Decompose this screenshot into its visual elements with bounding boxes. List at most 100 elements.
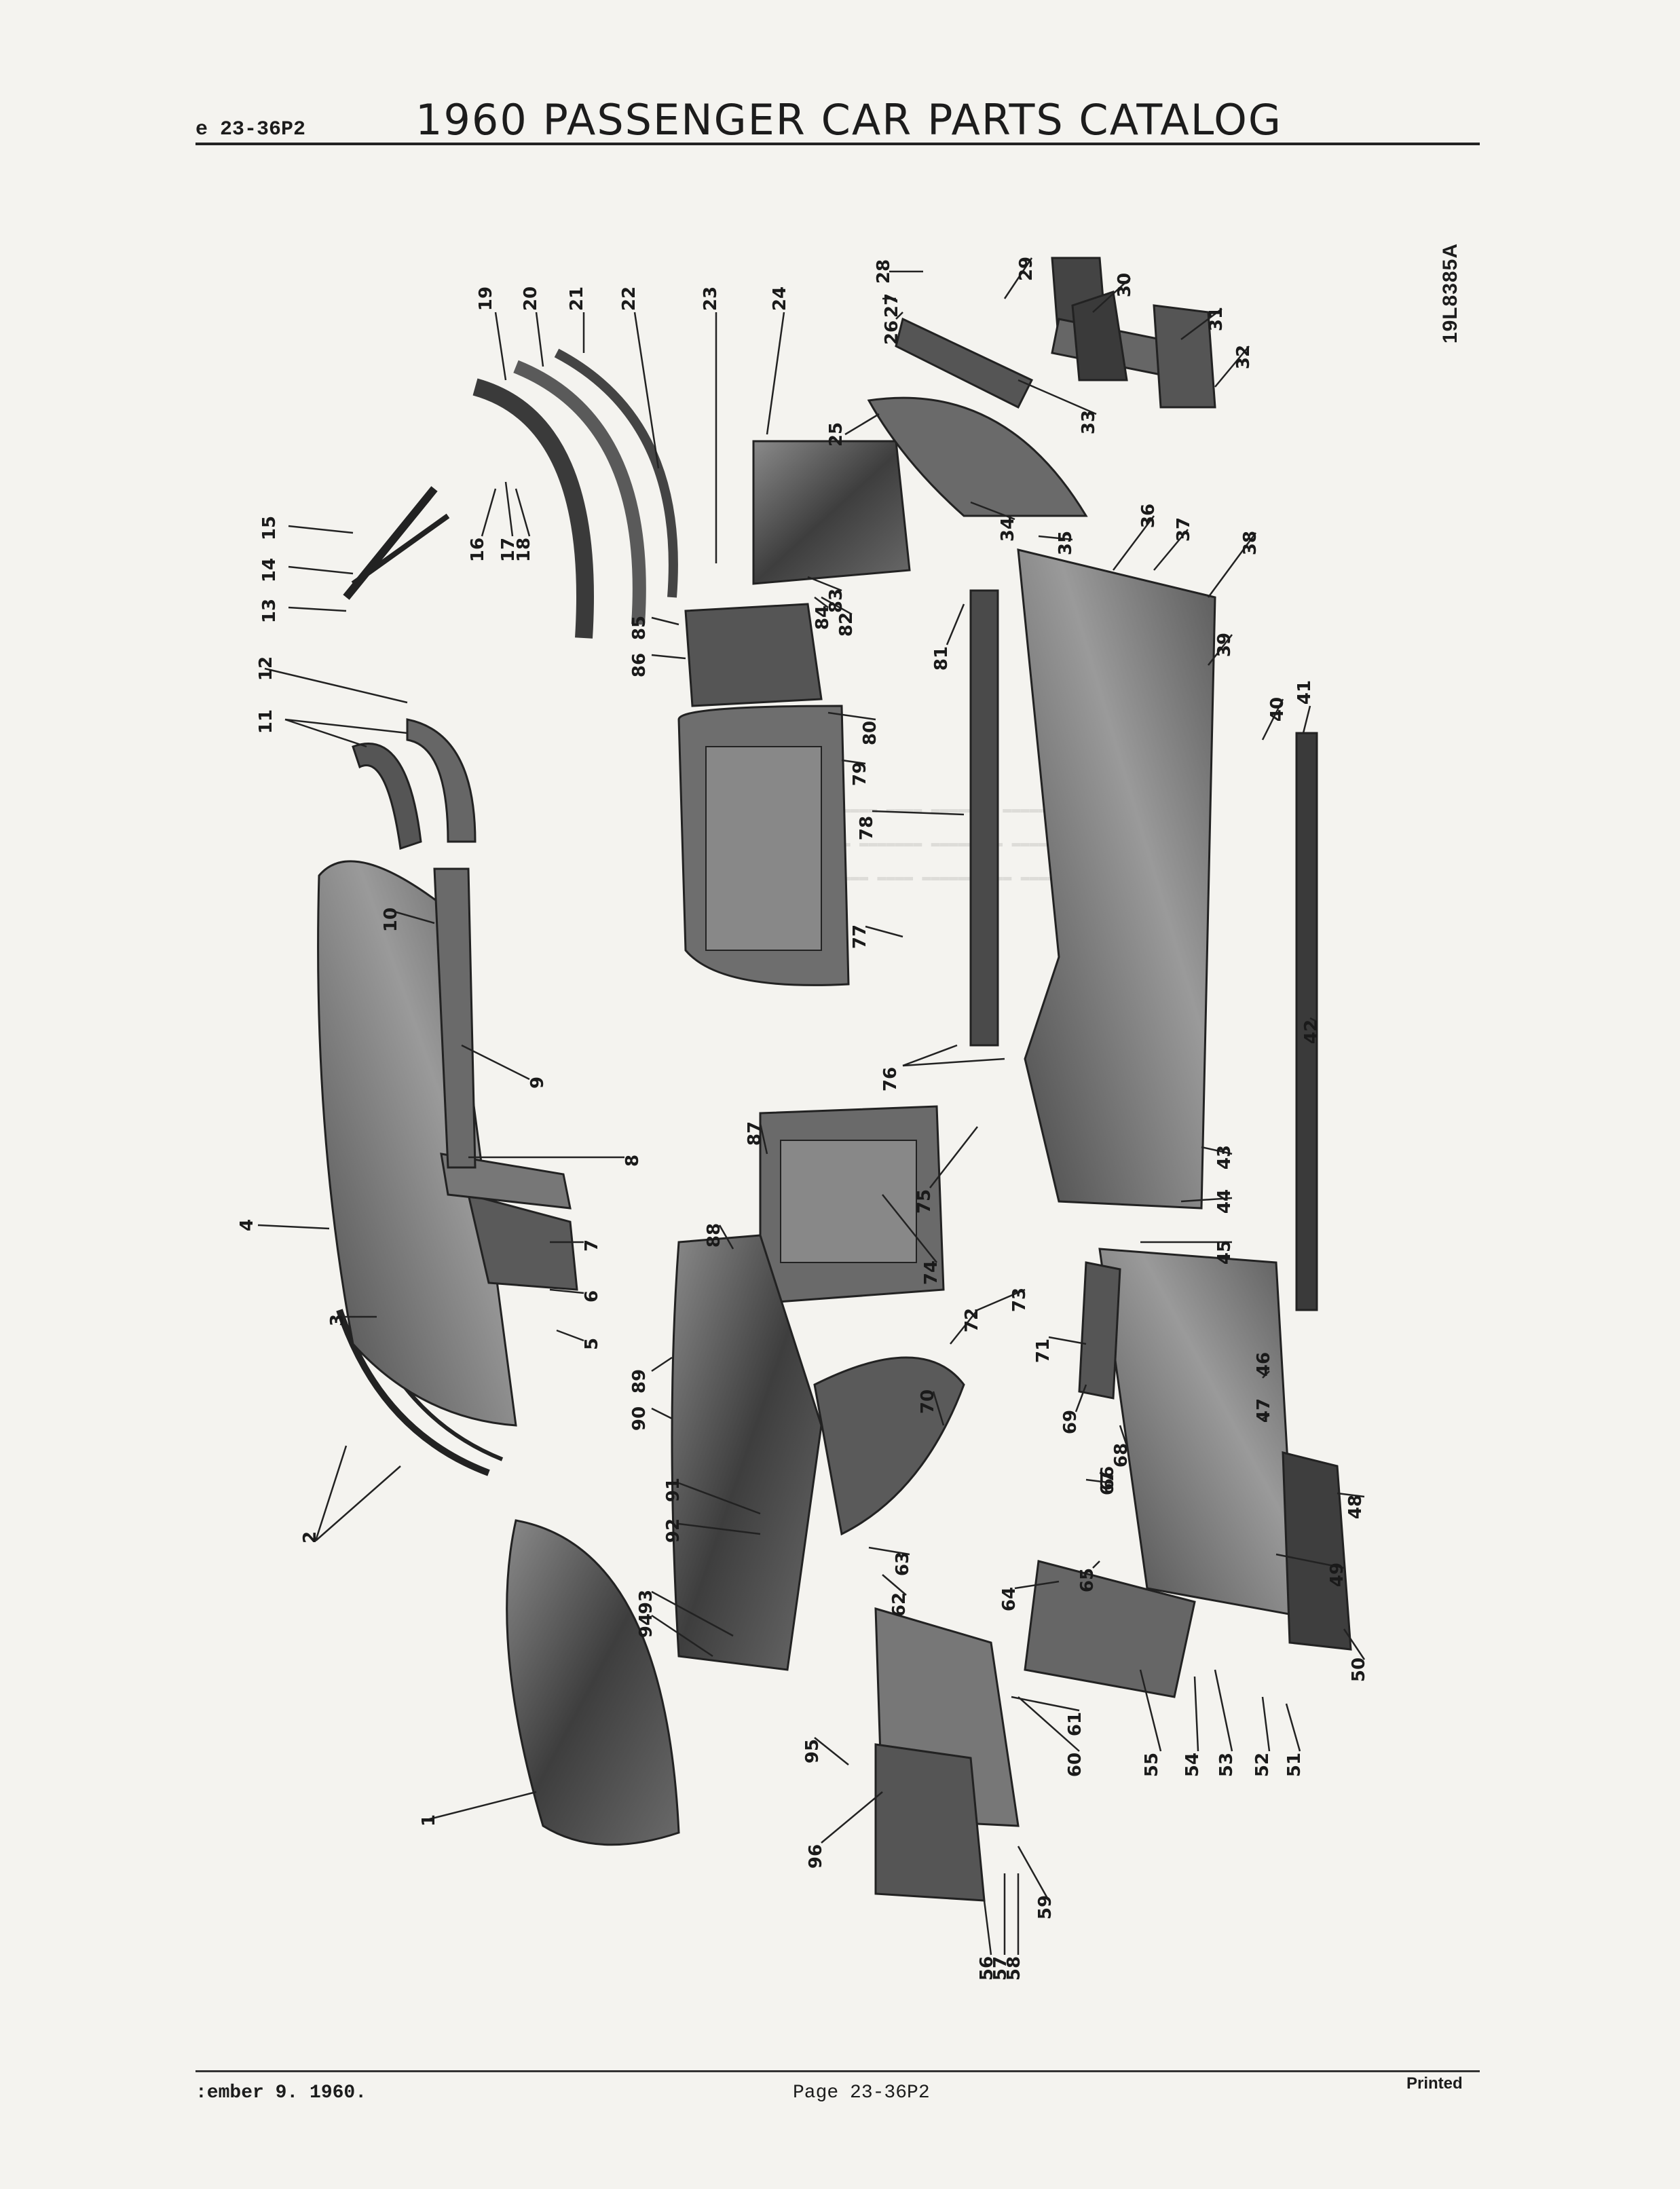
callout-number: 44 (1214, 1189, 1235, 1214)
callout-number: 70 (918, 1389, 938, 1414)
callout-number: 35 (1056, 531, 1076, 555)
callout-number: 25 (826, 422, 846, 447)
callout-number: 57 (990, 1956, 1011, 1981)
callout-number: 72 (962, 1308, 982, 1332)
callout-number: 61 (1065, 1712, 1085, 1736)
callout-number: 39 (1214, 633, 1235, 657)
callout-number: 82 (836, 612, 857, 637)
callout-number: 31 (1206, 307, 1227, 331)
callout-number: 2 (300, 1531, 320, 1543)
callout-number: 88 (704, 1223, 724, 1248)
callout-number: 1 (419, 1814, 439, 1827)
footer-rule (195, 2070, 1480, 2072)
callout-number: 54 (1182, 1753, 1203, 1777)
callout-number: 10 (381, 908, 401, 932)
callout-number: 8 (622, 1155, 643, 1167)
callout-number: 28 (874, 259, 894, 284)
callout-number: 56 (977, 1956, 997, 1981)
callout-number: 50 (1349, 1658, 1369, 1682)
callout-number: 62 (889, 1592, 910, 1617)
callout-number: 86 (629, 653, 650, 677)
callout-number: 45 (1214, 1240, 1235, 1265)
callout-number: 51 (1284, 1753, 1305, 1777)
footer-page-number: Page 23-36P2 (793, 2082, 930, 2103)
callout-number: 85 (629, 616, 650, 640)
callout-number: 42 (1301, 1019, 1322, 1044)
callout-number: 36 (1138, 504, 1159, 528)
callout-number: 52 (1252, 1753, 1273, 1777)
callout-number: 19 (476, 286, 496, 311)
callout-number: 23 (701, 286, 721, 311)
callout-number: 49 (1327, 1563, 1347, 1587)
header-page-ref: e 23-36P2 (195, 118, 306, 141)
callout-number: 29 (1016, 257, 1037, 281)
callout-number: 5 (582, 1338, 602, 1350)
callout-number: 96 (806, 1844, 826, 1869)
callout-number: 89 (629, 1369, 650, 1393)
callout-number: 47 (1254, 1398, 1274, 1423)
footer-printed-mark: Printed (1406, 2074, 1463, 2093)
leader-lines (257, 257, 1366, 1956)
bleed-through-text: ▬▬▬▬ ▬▬▬▬▬▬▬ ▬▬▬▬▬▬▬▬ ▬▬▬▬▬ (815, 835, 1057, 852)
callout-number: 27 (882, 293, 902, 318)
callout-number: 73 (1009, 1288, 1030, 1312)
callout-number: 37 (1174, 517, 1194, 542)
callout-number: 6 (582, 1290, 602, 1303)
callout-number: 12 (256, 656, 276, 681)
callout-number: 16 (468, 538, 488, 562)
callout-number: 34 (998, 517, 1018, 542)
callout-number: 95 (802, 1739, 823, 1763)
callout-number: 13 (259, 599, 280, 623)
callout-number: 33 (1079, 410, 1099, 434)
callout-number: 58 (1004, 1956, 1024, 1981)
callout-number: 7 (582, 1239, 602, 1252)
callout-number: 91 (663, 1478, 684, 1502)
callout-number: 75 (914, 1189, 935, 1214)
footer-date: :ember 9. 1960. (195, 2082, 367, 2103)
callout-number: 67 (1098, 1471, 1118, 1495)
callout-number: 9 (527, 1077, 548, 1089)
callout-number: 92 (663, 1518, 684, 1543)
callout-number: 68 (1111, 1443, 1132, 1467)
callout-number: 79 (850, 762, 870, 786)
callout-number: 55 (1142, 1753, 1162, 1777)
callout-number: 48 (1345, 1495, 1366, 1519)
callout-number: 26 (882, 320, 902, 345)
callout-number: 64 (999, 1587, 1020, 1611)
catalog-title: 1960 PASSENGER CAR PARTS CATALOG (415, 95, 1282, 145)
callout-number: 21 (567, 286, 587, 311)
callout-number: 60 (1065, 1753, 1085, 1777)
callout-number: 20 (521, 286, 541, 311)
callout-number: 4 (237, 1219, 257, 1231)
callout-number: 30 (1115, 273, 1135, 297)
callout-number: 93 (636, 1590, 656, 1614)
callout-number: 43 (1214, 1145, 1235, 1170)
callout-number: 32 (1233, 345, 1254, 369)
callout-number: 83 (826, 588, 846, 613)
callout-number: 63 (893, 1552, 913, 1576)
callout-number: 74 (921, 1260, 941, 1285)
callout-number: 11 (256, 709, 276, 734)
callout-number: 65 (1077, 1568, 1098, 1592)
callout-number: 76 (880, 1067, 901, 1091)
callout-number: 94 (636, 1613, 656, 1638)
callout-number: 14 (259, 558, 280, 582)
bleed-through-text: ▬▬▬▬▬▬ ▬▬▬▬ ▬▬▬▬▬▬▬▬▬▬ ▬▬▬▬ (815, 869, 1057, 886)
callout-number: 90 (629, 1406, 650, 1431)
callout-number: 71 (1033, 1339, 1053, 1363)
callout-number: 40 (1267, 697, 1288, 722)
callout-number: 15 (259, 516, 280, 540)
callout-number: 69 (1060, 1410, 1081, 1434)
callout-number: 87 (745, 1121, 765, 1146)
callout-number: 59 (1035, 1895, 1056, 1920)
callout-number: 81 (931, 646, 952, 671)
callout-number: 84 (813, 605, 833, 630)
part-shapes (317, 257, 1352, 1902)
callout-number: 41 (1294, 680, 1315, 705)
callout-number: 24 (770, 286, 790, 311)
callout-number: 77 (850, 924, 870, 949)
callout-number: 22 (619, 286, 639, 311)
callout-number: 18 (514, 538, 534, 562)
callout-number: 53 (1216, 1753, 1237, 1777)
